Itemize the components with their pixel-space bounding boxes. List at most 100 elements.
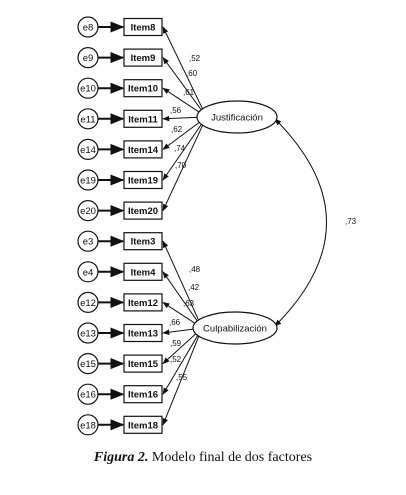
error-term-circle — [77, 108, 99, 130]
indicator-row: e4 Item4 — [77, 261, 163, 283]
error-term-circle — [77, 383, 99, 405]
loading-path-arrow — [162, 330, 200, 365]
indicator-label: Item9 — [131, 53, 156, 64]
loading-coefficient: ,59 — [170, 339, 182, 348]
error-term-label: e20 — [80, 206, 96, 217]
indicator-label: Item8 — [131, 23, 156, 34]
error-term-circle — [77, 16, 99, 38]
loading-coefficient: ,66 — [169, 318, 181, 327]
indicator-row: e15 Item15 — [77, 353, 163, 375]
latent-factor-ellipse — [196, 100, 278, 134]
indicator-box — [123, 354, 163, 373]
indicator-label: Item11 — [128, 114, 158, 125]
indicator-box — [123, 201, 163, 220]
indicator-box — [123, 140, 163, 159]
loading-path-arrow — [162, 119, 204, 150]
indicator-box — [123, 17, 163, 37]
indicator-label: Item18 — [128, 420, 158, 431]
latent-factor-label: Justificación — [211, 113, 263, 124]
latent-factor: Culpabilización — [192, 311, 278, 345]
indicator-box — [123, 109, 163, 128]
caption-text: Modelo final de dos factores — [148, 450, 313, 465]
error-term-circle — [77, 353, 99, 375]
indicator-box — [123, 170, 163, 190]
error-term-circle — [77, 77, 99, 99]
loading-coefficient: ,56 — [170, 106, 182, 115]
error-term-label: e4 — [83, 267, 94, 278]
error-term-label: e9 — [83, 53, 94, 64]
loading-coefficient: ,61 — [183, 88, 195, 97]
loading-coefficient: ,42 — [188, 283, 200, 292]
error-term-label: e8 — [83, 23, 94, 34]
indicator-label: Item4 — [131, 267, 157, 278]
correlation-coefficient: ,73 — [345, 217, 357, 226]
error-term-label: e12 — [80, 298, 96, 309]
loading-path-arrow — [162, 124, 204, 212]
indicator-label: Item12 — [128, 298, 158, 309]
loading-path-arrow — [162, 57, 204, 113]
loading-coefficient: ,60 — [186, 69, 198, 78]
loading-coefficient: ,52 — [170, 355, 182, 364]
indicator-box — [123, 323, 163, 343]
loading-path-arrow — [162, 335, 200, 426]
indicator-box — [123, 232, 163, 251]
indicator-box — [123, 415, 163, 434]
indicator-label: Item3 — [131, 237, 156, 248]
error-term-label: e19 — [80, 176, 96, 187]
loading-path-arrow — [162, 240, 200, 322]
error-term-label: e11 — [80, 114, 95, 125]
indicator-row: e11 Item11 — [77, 108, 163, 130]
indicator-row: e16 Item16 — [77, 383, 163, 405]
latent-factor-ellipse — [192, 311, 278, 345]
loading-coefficient: ,48 — [189, 265, 201, 274]
indicator-row: e14 Item14 — [77, 138, 163, 160]
indicator-row: e19 Item19 — [77, 169, 163, 191]
loading-coefficient: ,70 — [175, 161, 187, 170]
indicator-label: Item13 — [128, 329, 158, 340]
indicator-row: e13 Item13 — [77, 322, 163, 344]
error-term-label: e14 — [80, 145, 96, 156]
error-term-label: e3 — [83, 237, 94, 248]
latent-factor: Justificación — [196, 100, 278, 134]
indicator-label: Item20 — [128, 206, 158, 217]
loading-path-arrow — [162, 87, 204, 116]
loading-path-arrow — [162, 271, 200, 324]
loading-path-arrow — [162, 26, 204, 111]
error-term-label: e16 — [80, 390, 96, 401]
indicator-row: e12 Item12 — [77, 291, 163, 313]
indicator-row: e18 Item18 — [77, 414, 163, 436]
factor-correlation-arc — [274, 118, 327, 327]
indicator-label: Item16 — [128, 390, 158, 401]
indicator-row: e20 Item20 — [77, 200, 163, 222]
loading-path-arrow — [162, 121, 204, 181]
error-term-circle — [77, 322, 99, 344]
figure-caption: Figura 2. Modelo final de dos factores — [0, 450, 406, 466]
indicator-label: Item10 — [128, 84, 158, 95]
error-term-circle — [77, 200, 99, 222]
loading-coefficient: ,63 — [183, 299, 195, 308]
loading-coefficient: ,55 — [176, 373, 188, 382]
indicator-label: Item19 — [128, 176, 158, 187]
latent-factor-label: Culpabilización — [203, 324, 267, 335]
loading-coefficient: ,52 — [189, 54, 201, 63]
loading-coefficient: ,62 — [171, 125, 183, 134]
caption-label: Figura 2. — [93, 450, 149, 465]
error-term-label: e18 — [80, 420, 96, 431]
loading-path-arrow — [162, 115, 204, 122]
loading-coefficient: ,74 — [174, 144, 186, 153]
error-term-label: e13 — [80, 329, 96, 340]
indicator-row: e3 Item3 — [77, 230, 163, 252]
loading-path-arrow — [162, 333, 200, 395]
indicator-row: e8 Item8 — [77, 16, 163, 38]
error-term-circle — [77, 261, 99, 283]
error-term-circle — [77, 46, 99, 69]
error-term-circle — [77, 230, 99, 252]
indicator-label: Item15 — [128, 359, 159, 370]
indicator-box — [123, 262, 163, 281]
error-term-circle — [77, 291, 99, 313]
indicator-label: Item14 — [128, 145, 159, 156]
error-term-circle — [77, 169, 99, 191]
error-term-label: e15 — [80, 359, 96, 370]
